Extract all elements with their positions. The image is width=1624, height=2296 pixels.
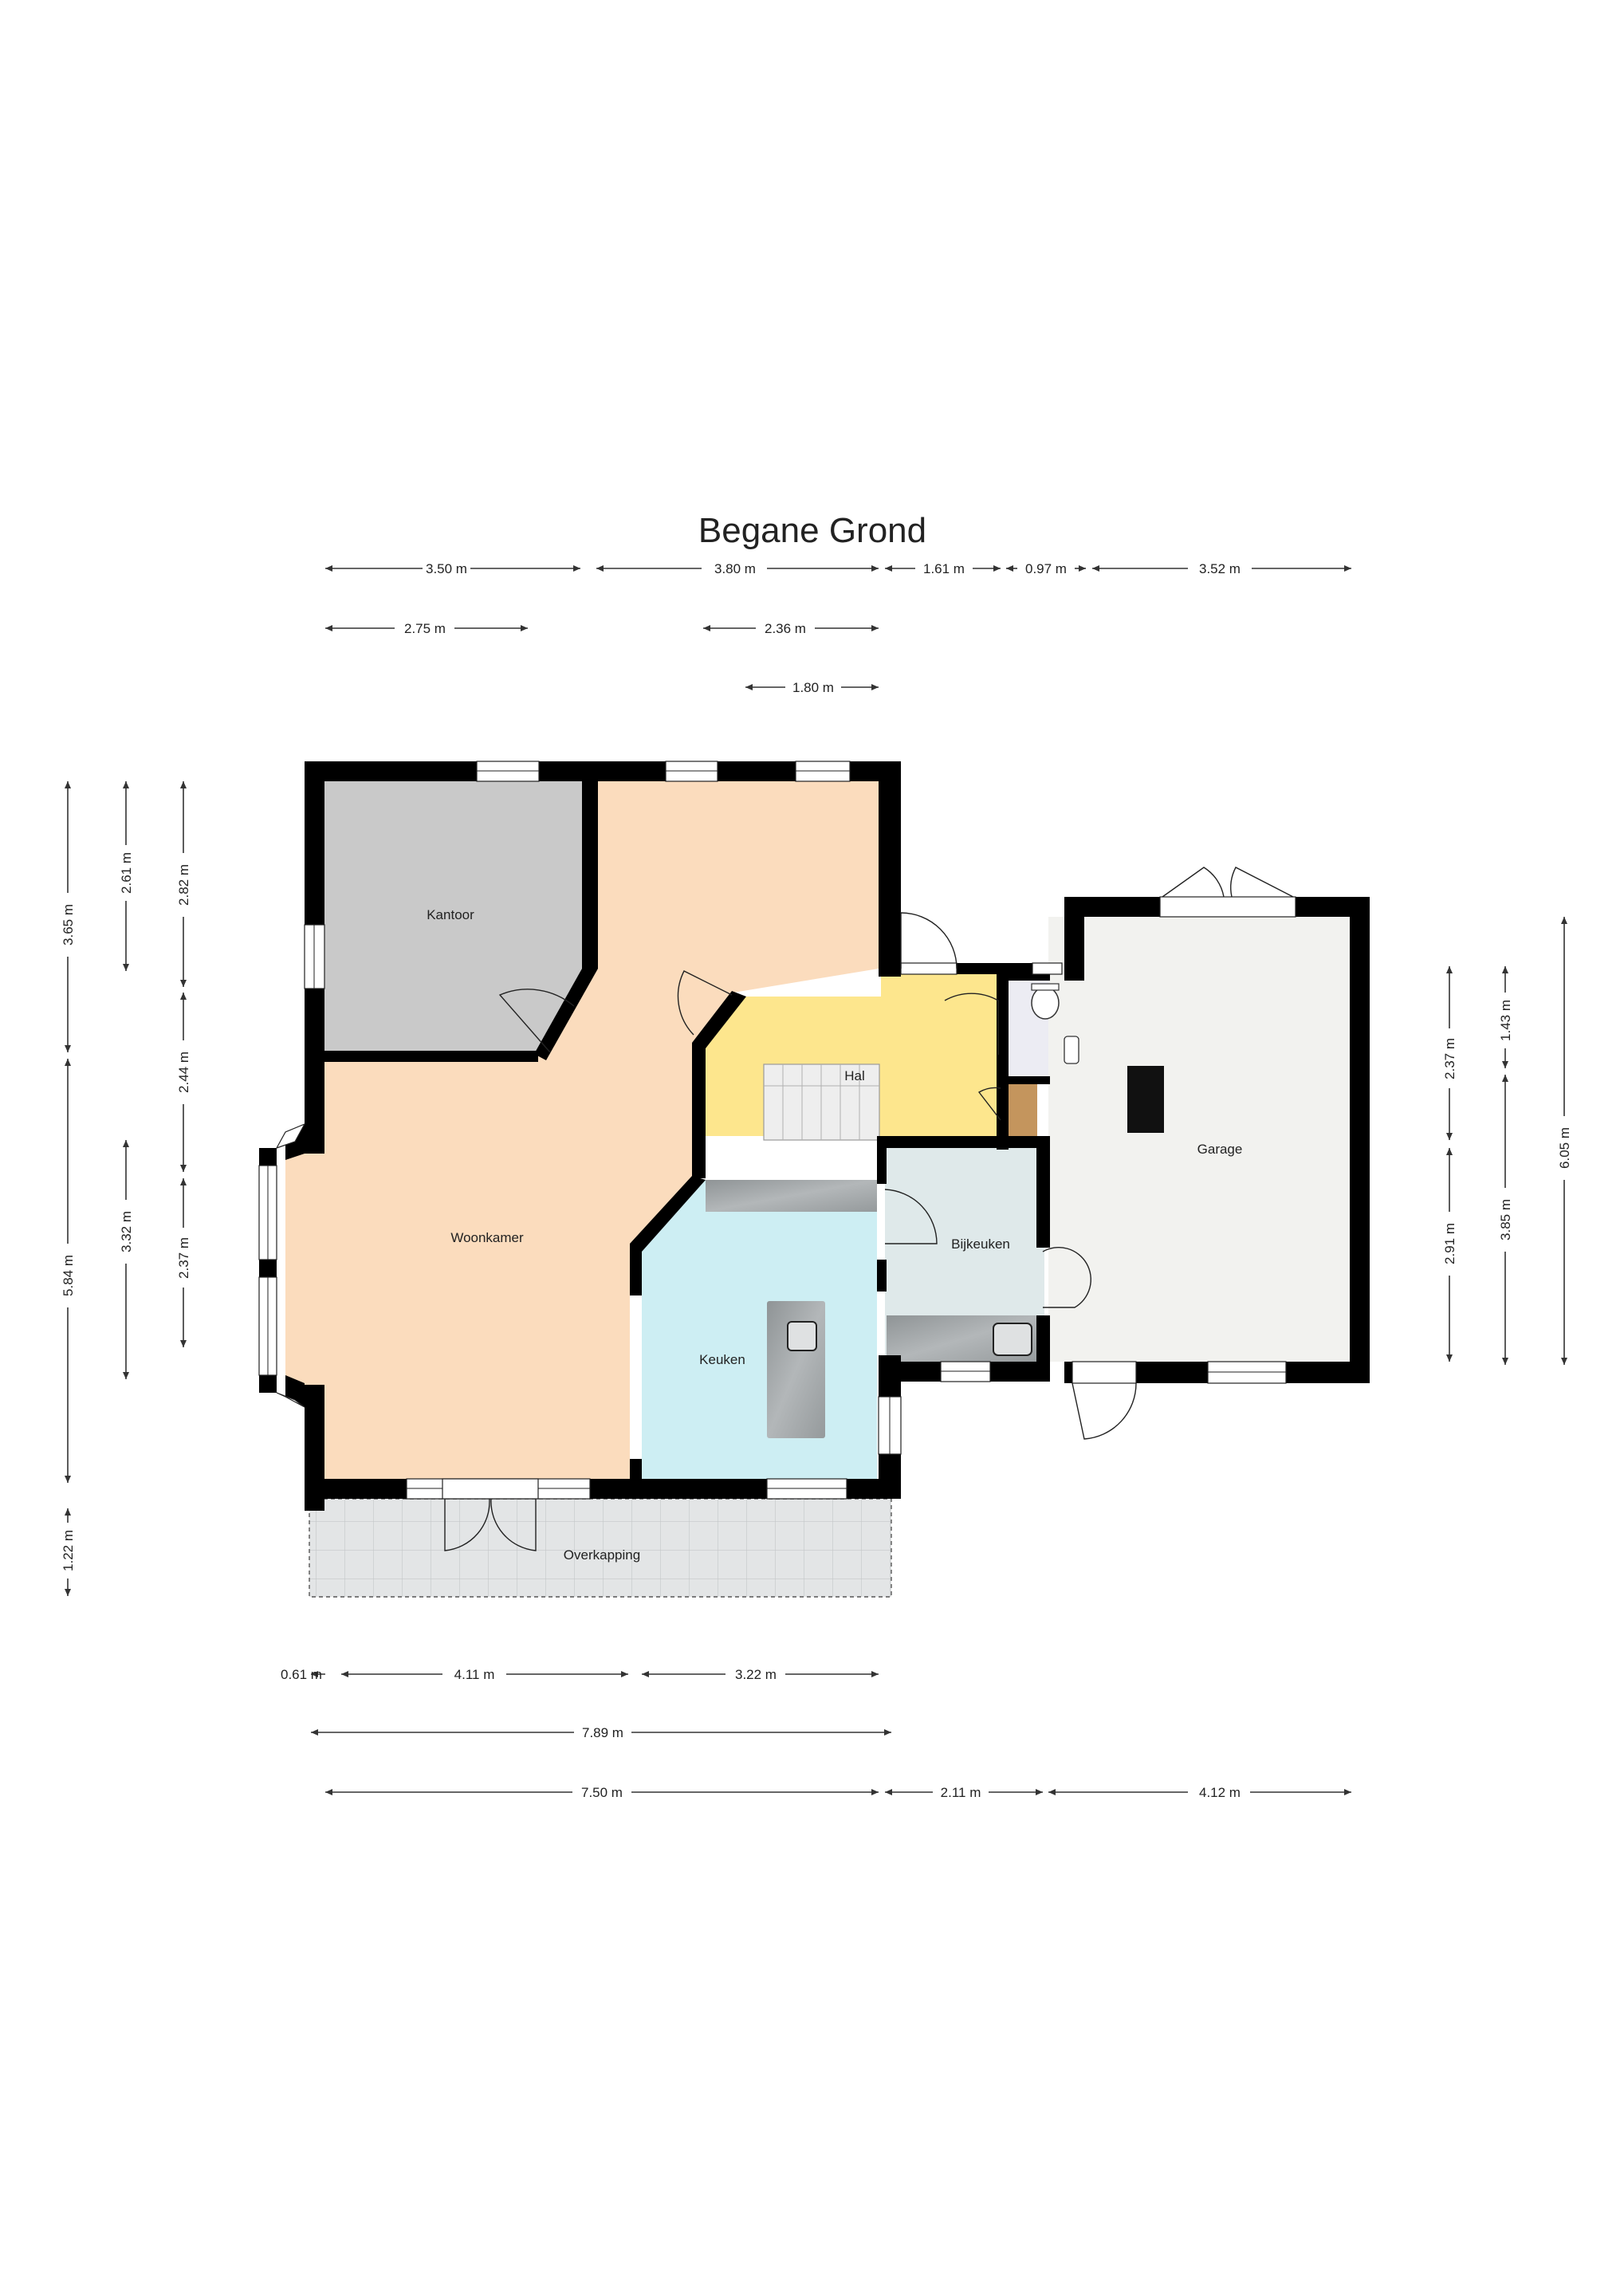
cupboard-door bbox=[977, 1087, 1001, 1121]
kitchen-counter bbox=[706, 1180, 877, 1212]
dim-top-8: 1.80 m bbox=[792, 680, 834, 695]
dim-bottom-4: 7.89 m bbox=[582, 1725, 623, 1740]
dim-left-4: 2.61 m bbox=[119, 852, 134, 894]
dim-bottom-7: 4.12 m bbox=[1199, 1785, 1241, 1800]
room-labels: Kantoor Woonkamer Hal Keuken Bijkeuken G… bbox=[427, 907, 1242, 1563]
fixtures bbox=[706, 983, 1164, 1438]
dim-top-5: 3.52 m bbox=[1199, 561, 1241, 576]
page-title: Begane Grond bbox=[698, 511, 926, 550]
meter-cupboard bbox=[1009, 1083, 1037, 1140]
dim-bottom-2: 4.11 m bbox=[454, 1667, 495, 1682]
dim-top-3: 1.61 m bbox=[923, 561, 965, 576]
bijkeuken-door bbox=[884, 1189, 938, 1244]
garage-door-right bbox=[1230, 867, 1294, 898]
woonkamer-floor bbox=[285, 781, 879, 1479]
overkapping-floor bbox=[309, 1498, 892, 1598]
dim-right-2: 2.91 m bbox=[1442, 1223, 1457, 1264]
toilet-icon bbox=[1031, 986, 1060, 1020]
doors bbox=[442, 867, 1296, 1551]
toilet-tank bbox=[1031, 983, 1060, 991]
room-label-hal: Hal bbox=[844, 1068, 865, 1083]
room-label-keuken: Keuken bbox=[699, 1352, 745, 1367]
dim-bottom-6: 2.11 m bbox=[941, 1785, 981, 1800]
dim-bottom-1: 0.61 m bbox=[281, 1667, 322, 1682]
room-label-woonkamer: Woonkamer bbox=[450, 1230, 524, 1245]
kitchen-sink-icon bbox=[787, 1321, 817, 1351]
dim-left-5: 3.32 m bbox=[119, 1211, 134, 1252]
keuken-floor bbox=[642, 1180, 877, 1479]
dim-top-7: 2.36 m bbox=[765, 621, 806, 636]
dim-top-1: 3.50 m bbox=[426, 561, 467, 576]
garage-hatch bbox=[1127, 1066, 1164, 1133]
garage-door-left bbox=[1162, 867, 1225, 898]
dim-left-7: 2.44 m bbox=[176, 1052, 191, 1093]
staircase bbox=[763, 1063, 880, 1141]
dim-top-2: 3.80 m bbox=[714, 561, 756, 576]
dim-right-3: 1.43 m bbox=[1498, 1000, 1513, 1041]
dim-top-4: 0.97 m bbox=[1025, 561, 1067, 576]
terrace-door-right bbox=[490, 1498, 537, 1551]
garage-side-door bbox=[1072, 1382, 1137, 1440]
dim-top-6: 2.75 m bbox=[404, 621, 446, 636]
utility-sink-icon bbox=[993, 1323, 1032, 1356]
dimension-lines: 3.50 m 3.80 m 1.61 m 0.97 m 3.52 m 2.75 … bbox=[61, 561, 1572, 1800]
kantoor-door bbox=[498, 989, 575, 1053]
washbasin-icon bbox=[1064, 1036, 1079, 1064]
dim-bottom-5: 7.50 m bbox=[581, 1785, 623, 1800]
room-label-garage: Garage bbox=[1197, 1142, 1243, 1157]
garage-floor bbox=[1048, 917, 1350, 1362]
dim-left-3: 1.22 m bbox=[61, 1530, 76, 1571]
dim-right-5: 6.05 m bbox=[1557, 1127, 1572, 1169]
terrace-door-left bbox=[444, 1498, 490, 1551]
room-label-bijkeuken: Bijkeuken bbox=[951, 1236, 1010, 1252]
dim-bottom-3: 3.22 m bbox=[735, 1667, 777, 1682]
dim-left-2: 5.84 m bbox=[61, 1255, 76, 1296]
dim-left-1: 3.65 m bbox=[61, 904, 76, 946]
room-label-kantoor: Kantoor bbox=[427, 907, 474, 922]
dim-left-6: 2.82 m bbox=[176, 864, 191, 906]
dim-right-4: 3.85 m bbox=[1498, 1199, 1513, 1240]
windows bbox=[258, 761, 1287, 1500]
garage-inner-door bbox=[1042, 1246, 1092, 1308]
front-door bbox=[900, 912, 957, 969]
room-label-overkapping: Overkapping bbox=[564, 1547, 640, 1563]
hal-door bbox=[677, 970, 733, 1036]
dim-left-8: 2.37 m bbox=[176, 1237, 191, 1279]
toilet-door bbox=[944, 993, 999, 1055]
kantoor-floor bbox=[323, 781, 582, 1054]
dim-right-1: 2.37 m bbox=[1442, 1038, 1457, 1079]
